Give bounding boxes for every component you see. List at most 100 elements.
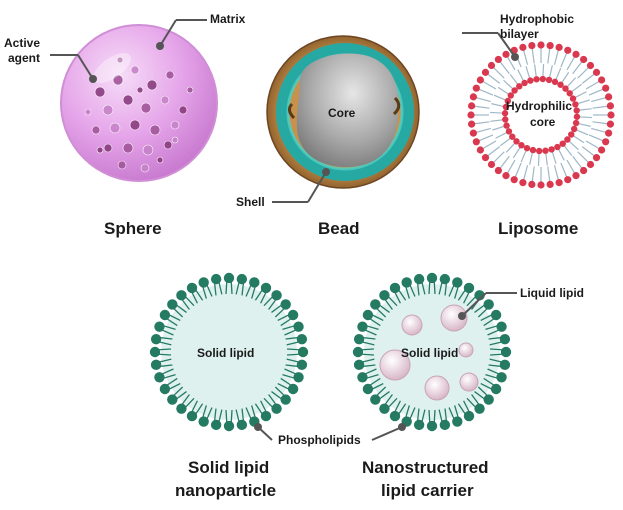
active-agent-particle <box>129 119 141 131</box>
lipid-tail <box>495 132 507 139</box>
phospholipid-head <box>379 403 390 414</box>
active-agent-particle <box>160 95 170 105</box>
lipid-tail <box>512 147 521 159</box>
lipid-tail <box>474 105 490 109</box>
phospholipid-head <box>370 299 381 310</box>
lipid-tail <box>579 116 592 119</box>
lipid-head <box>529 146 537 154</box>
lipid-tail <box>560 162 568 178</box>
nlc-title-line1: Nanostructured <box>362 458 489 477</box>
phospholipid-head <box>249 277 260 288</box>
active-agent-particle <box>91 125 101 135</box>
phospholipid-head <box>500 346 512 358</box>
lipid-head <box>467 102 476 110</box>
lipid-tail <box>499 61 510 75</box>
lipid-head <box>551 78 559 86</box>
lipid-head <box>539 75 546 83</box>
bead-title: Bead <box>318 219 360 238</box>
phospholipid-head <box>149 346 161 358</box>
active-agent-particle <box>156 156 164 164</box>
lipid-head <box>605 129 613 137</box>
phospholipid-head <box>280 394 291 405</box>
lipid-head <box>557 81 564 88</box>
lipid-head <box>469 129 477 137</box>
lipid-head <box>580 55 588 64</box>
lipid-tail <box>573 135 585 144</box>
lipid-tail <box>572 61 583 75</box>
phospholipid-head <box>353 359 365 371</box>
active-agent-particle <box>102 104 114 116</box>
lipid-tail <box>572 155 583 169</box>
phospholipid-head <box>296 359 308 371</box>
phospholipid-head <box>413 419 425 431</box>
phospholipid-head <box>260 410 272 422</box>
lipid-head <box>519 179 527 187</box>
phospholipids-callout: Phospholipids <box>254 423 406 447</box>
lipid-tail <box>560 52 568 68</box>
lipid-head <box>507 92 514 99</box>
lipid-tail <box>492 125 504 131</box>
phospholipid-head <box>490 309 502 321</box>
lipid-head <box>513 138 520 145</box>
lipid-head <box>568 131 575 138</box>
phospholipid-head <box>150 333 162 345</box>
lipid-head <box>602 84 610 92</box>
lipid-head <box>537 41 545 49</box>
lipid-tail <box>478 88 494 96</box>
phospholipid-head <box>496 321 507 332</box>
lipid-tail <box>591 97 606 103</box>
lipid-head <box>533 76 540 83</box>
active-agent-particle <box>165 70 175 80</box>
lipid-tail <box>578 123 591 127</box>
lipid-tail <box>581 146 595 157</box>
lipid-head <box>502 103 510 111</box>
lipid-head <box>545 76 553 84</box>
bead-ring <box>276 43 414 181</box>
phospholipid-head <box>236 419 248 431</box>
lipid-tail <box>529 152 533 165</box>
lipid-head <box>494 166 502 175</box>
lipid-tail <box>542 64 545 77</box>
phospholipid-head <box>210 273 222 285</box>
lipid-tail <box>487 73 501 84</box>
sphere-title: Sphere <box>104 219 162 238</box>
active-agent-particle <box>163 140 173 150</box>
phospholipid-head <box>167 394 178 405</box>
lipid-tail <box>478 134 494 142</box>
lipid-head <box>472 138 480 146</box>
lipid-head <box>572 119 580 127</box>
active-agent-particle <box>122 142 134 154</box>
bead-shell-callout: Shell <box>236 168 330 209</box>
phospholipid-head <box>496 372 507 383</box>
lipid-tail <box>585 140 600 150</box>
lipid-head <box>528 180 536 189</box>
phospholipid-head <box>210 419 222 431</box>
lipid-tail <box>592 105 608 109</box>
lipid-tail <box>520 150 527 163</box>
sphere-active-agent-label-line2: agent <box>8 51 40 65</box>
lipid-head <box>572 172 580 180</box>
lipid-tail <box>551 152 557 164</box>
lipid-head <box>536 147 543 155</box>
lipid-tail <box>499 138 511 147</box>
lipid-tail <box>499 155 510 169</box>
lipid-head <box>606 102 615 110</box>
lipid-head <box>606 120 615 128</box>
lipid-head <box>504 97 512 105</box>
lipid-tail <box>476 127 491 133</box>
phospholipid-head <box>198 416 209 427</box>
lipid-head <box>548 146 555 153</box>
liposome-core-label-line2: core <box>530 115 556 129</box>
lipid-head <box>528 41 536 50</box>
lipid-tail <box>549 65 553 78</box>
lipid-head <box>570 125 578 133</box>
phospholipid-head <box>159 309 171 321</box>
lipid-head <box>501 110 509 117</box>
phospholipid-head <box>280 299 291 310</box>
lipid-head <box>527 77 534 84</box>
lipid-head <box>569 95 577 102</box>
nlc-phospholipid-layer <box>352 272 512 432</box>
lipid-tail <box>493 67 505 79</box>
nlc-liquid-lipid-callout: Liquid lipid <box>458 286 584 320</box>
lipid-head <box>472 84 480 92</box>
